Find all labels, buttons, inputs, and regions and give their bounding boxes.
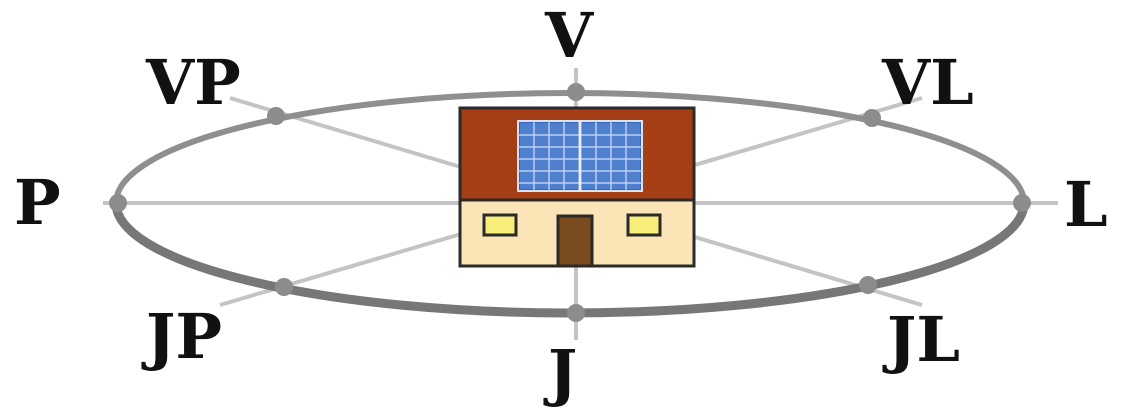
dot-southwest bbox=[275, 278, 293, 296]
direction-dots bbox=[109, 83, 1031, 322]
label-south: J bbox=[548, 336, 578, 409]
dot-east bbox=[1013, 194, 1031, 212]
dot-south bbox=[567, 304, 585, 322]
dot-northwest bbox=[267, 107, 285, 125]
house-window-right bbox=[626, 213, 662, 237]
house-window-left bbox=[482, 213, 518, 237]
dot-northeast bbox=[863, 109, 881, 127]
label-northwest: VP bbox=[146, 46, 241, 119]
house-icon bbox=[458, 106, 696, 268]
dot-north bbox=[567, 83, 585, 101]
label-west: P bbox=[14, 166, 61, 239]
dot-west bbox=[109, 194, 127, 212]
label-north: V bbox=[545, 0, 594, 72]
dot-southeast bbox=[859, 276, 877, 294]
label-southwest: JP bbox=[146, 300, 222, 373]
solar-panel-icon bbox=[517, 120, 643, 192]
label-southeast: JL bbox=[887, 303, 960, 376]
house-door bbox=[556, 214, 594, 268]
label-east: L bbox=[1064, 168, 1108, 241]
label-northeast: VL bbox=[882, 46, 974, 119]
